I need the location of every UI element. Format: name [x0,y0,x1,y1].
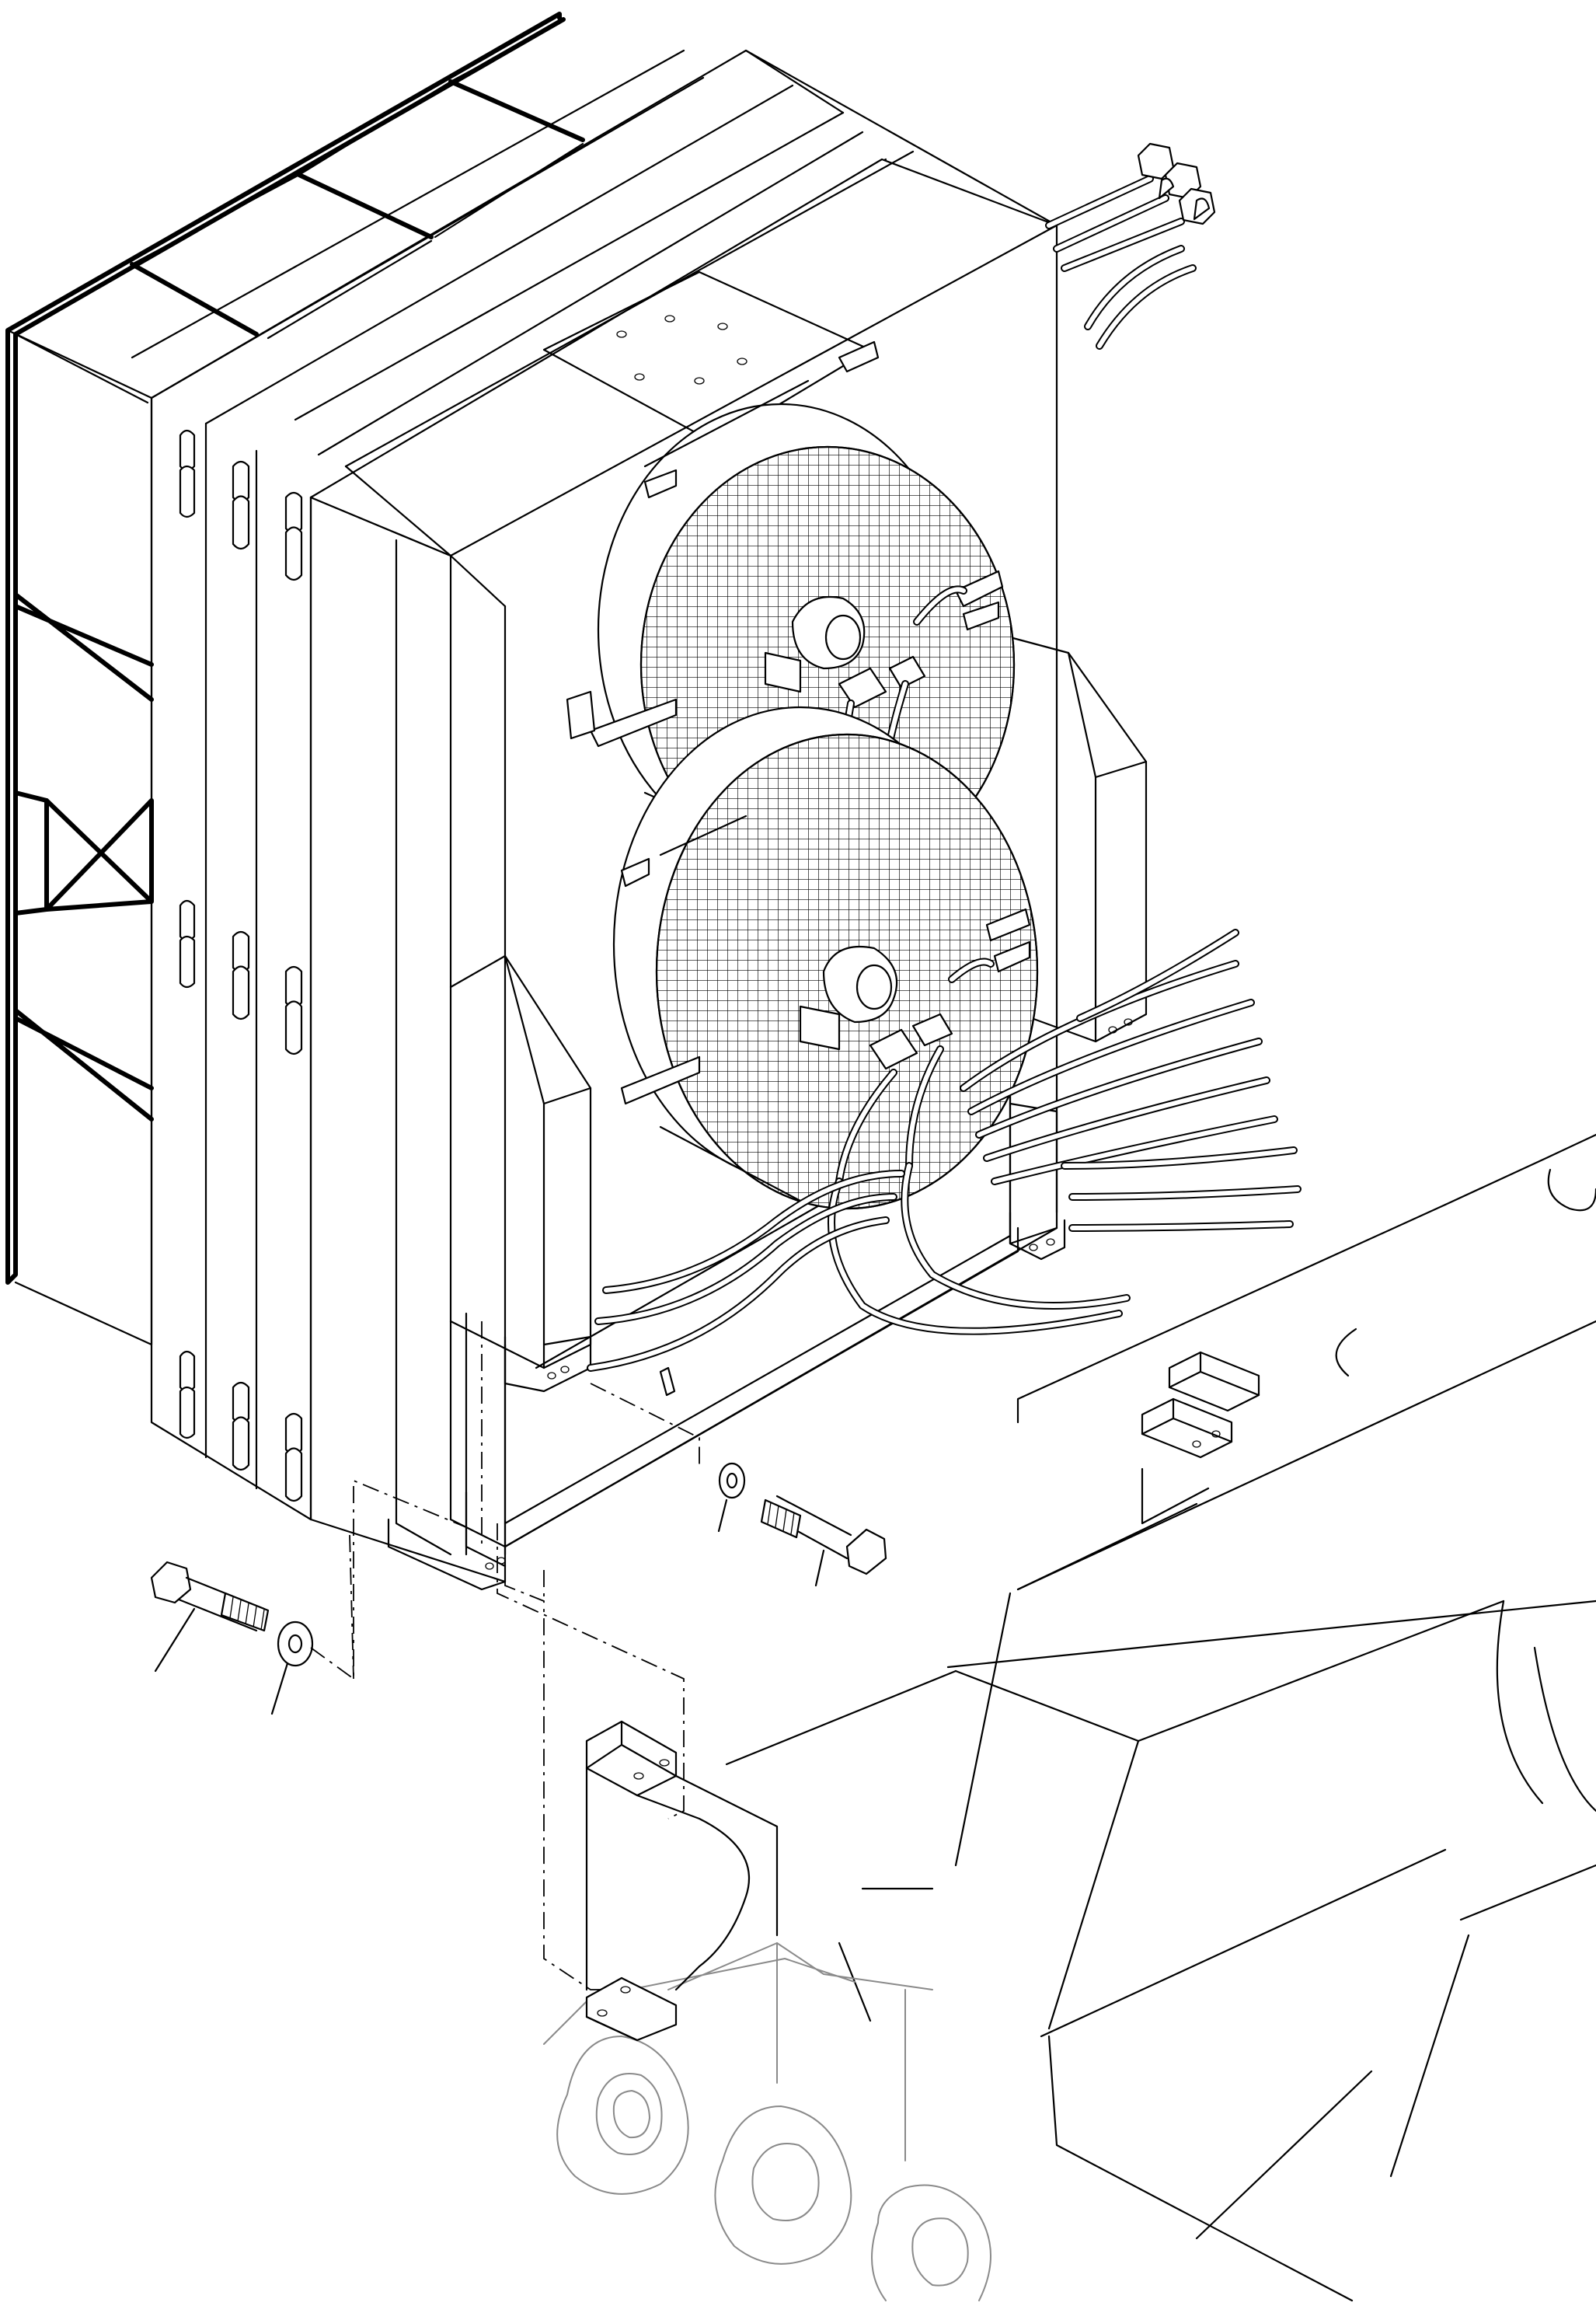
left-washer [270,1620,314,1715]
right-washer [717,1462,746,1533]
hinge-set [179,429,303,1502]
wiring-harness [587,929,1302,1397]
machine-frame [725,1133,1596,2302]
hydraulic-hose-fittings [1045,142,1216,350]
frame-mounting-bracket [585,1351,1260,2042]
left-mounting-bolt [150,1561,270,1673]
lower-fan-guard [612,706,1039,1210]
right-mounting-bolt [760,1495,887,1587]
assembly-phantom-lines [310,1321,700,1990]
